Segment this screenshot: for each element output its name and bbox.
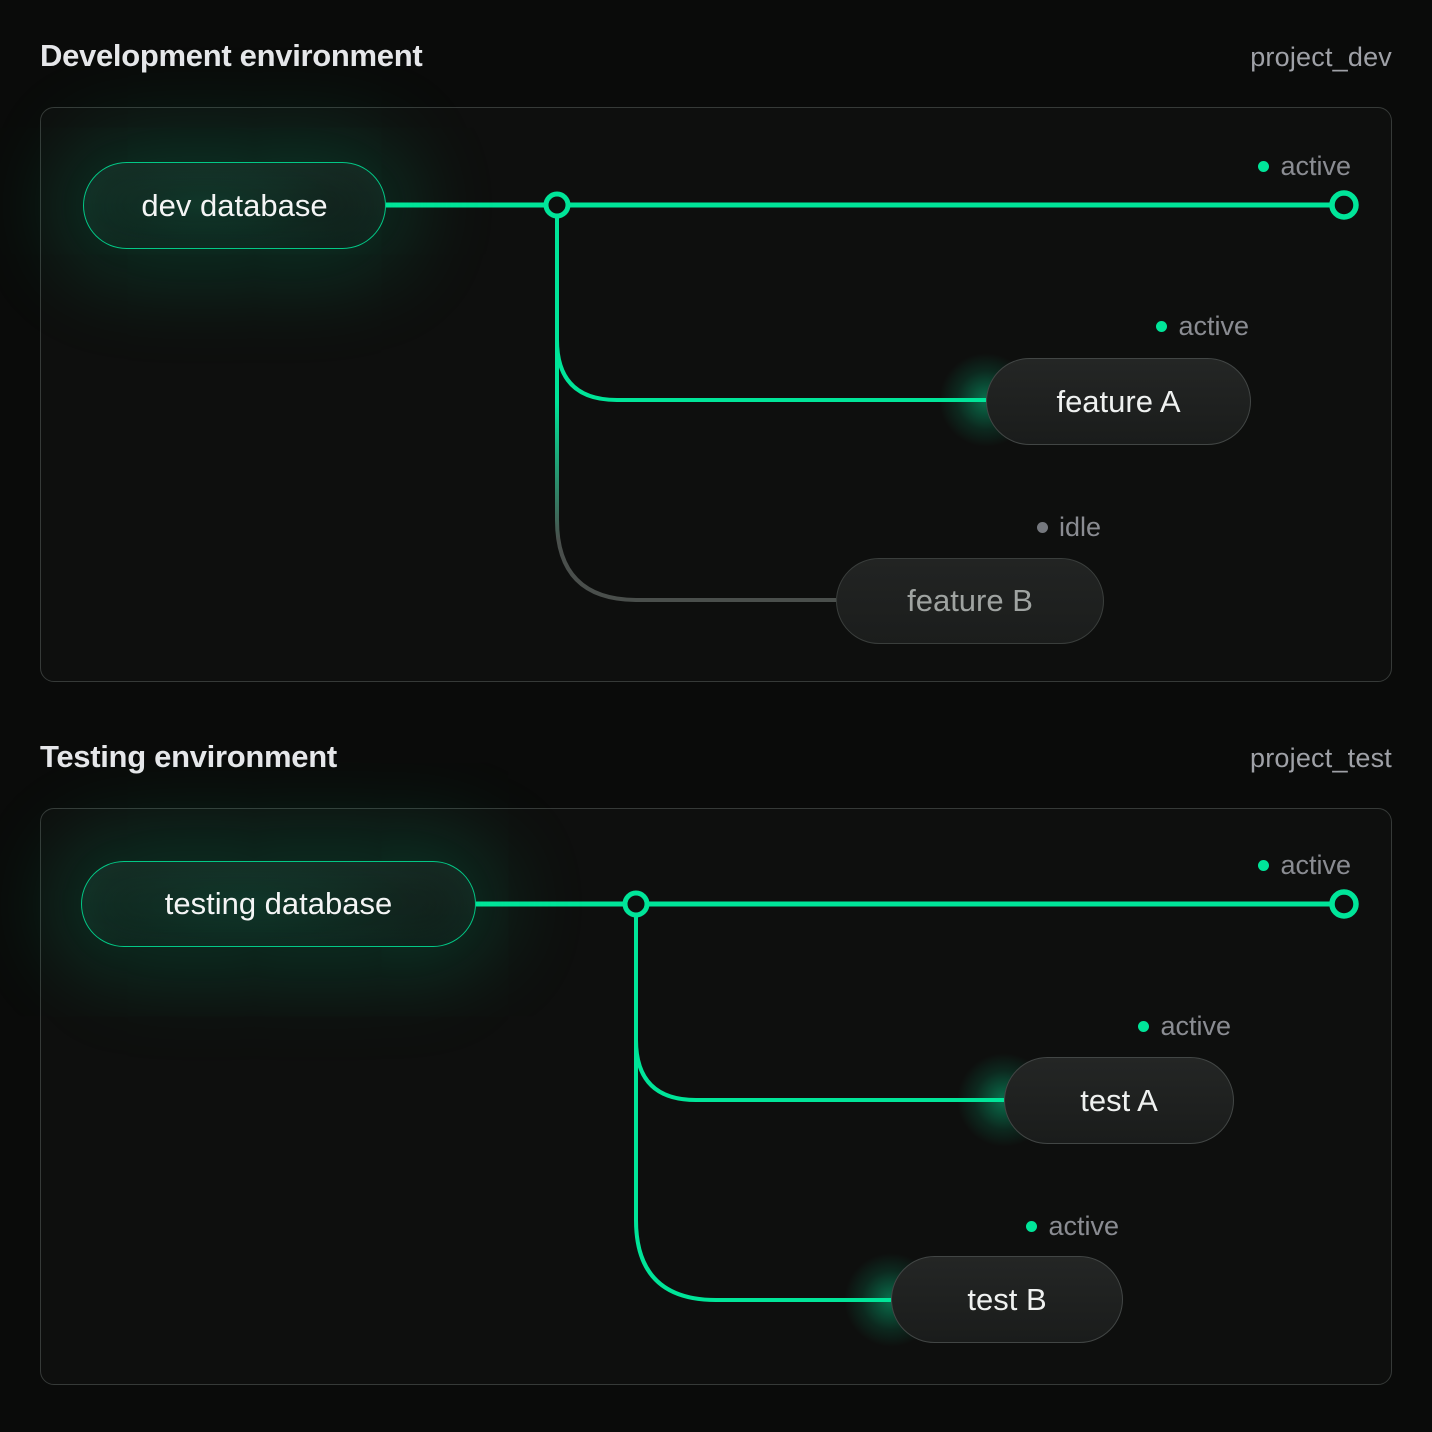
feature-a-label: feature A: [1056, 383, 1181, 419]
feature-a-branch-node[interactable]: feature A: [986, 358, 1251, 445]
test-environment-title: Testing environment: [40, 739, 337, 774]
test-a-label: test A: [1080, 1082, 1158, 1118]
test-a-status: active: [1138, 1011, 1231, 1041]
dev-environment-title: Development environment: [40, 38, 423, 73]
dev-environment-header: Development environment project_dev: [40, 0, 1392, 74]
test-b-label: test B: [967, 1281, 1047, 1317]
test-a-branch-node[interactable]: test A: [1004, 1057, 1234, 1144]
test-environment-panel: active testing database active test A ac…: [40, 808, 1392, 1385]
test-branch-line-test-a: [634, 904, 1004, 1102]
status-dot-icon: [1026, 1220, 1038, 1232]
test-b-branch-node[interactable]: test B: [891, 1256, 1123, 1343]
dev-project-name: project_dev: [1250, 42, 1392, 72]
status-label: active: [1160, 1010, 1231, 1041]
dev-branch-line-feature-a: [555, 205, 986, 402]
dev-main-head-node: [1329, 190, 1359, 220]
status-label: active: [1280, 849, 1351, 880]
test-project-name: project_test: [1250, 743, 1392, 773]
dev-branch-point-node: [543, 191, 571, 219]
dev-branch-graph: [386, 190, 1359, 602]
test-main-status: active: [1258, 850, 1351, 880]
status-dot-icon: [1258, 859, 1270, 871]
test-branch-line-test-b: [634, 904, 891, 1302]
dev-database-label: dev database: [141, 187, 328, 223]
status-dot-icon: [1258, 160, 1270, 172]
dev-database-node[interactable]: dev database: [83, 162, 386, 249]
test-branch-graph: [476, 889, 1359, 1302]
status-dot-icon: [1138, 1020, 1150, 1032]
branching-diagram-page: Development environment project_dev acti…: [40, 0, 1392, 1385]
status-dot-icon: [1036, 521, 1048, 533]
test-main-head-node: [1329, 889, 1359, 919]
dev-branch-line-feature-b: [555, 205, 836, 602]
status-label: active: [1280, 150, 1351, 181]
feature-b-status: idle: [1036, 511, 1101, 542]
testing-database-node[interactable]: testing database: [81, 861, 476, 947]
dev-environment-panel: active dev database active feature A idl…: [40, 107, 1392, 682]
test-environment-header: Testing environment project_test: [40, 682, 1392, 775]
feature-a-status: active: [1156, 311, 1249, 341]
status-dot-icon: [1156, 320, 1168, 332]
status-label: active: [1178, 310, 1249, 341]
test-b-status: active: [1026, 1211, 1119, 1241]
dev-main-status: active: [1258, 151, 1351, 181]
feature-b-label: feature B: [907, 583, 1033, 618]
status-label: idle: [1058, 511, 1101, 542]
status-label: active: [1048, 1210, 1119, 1241]
testing-database-label: testing database: [164, 886, 393, 921]
feature-b-branch-node[interactable]: feature B: [836, 558, 1104, 644]
test-branch-point-node: [622, 890, 650, 918]
